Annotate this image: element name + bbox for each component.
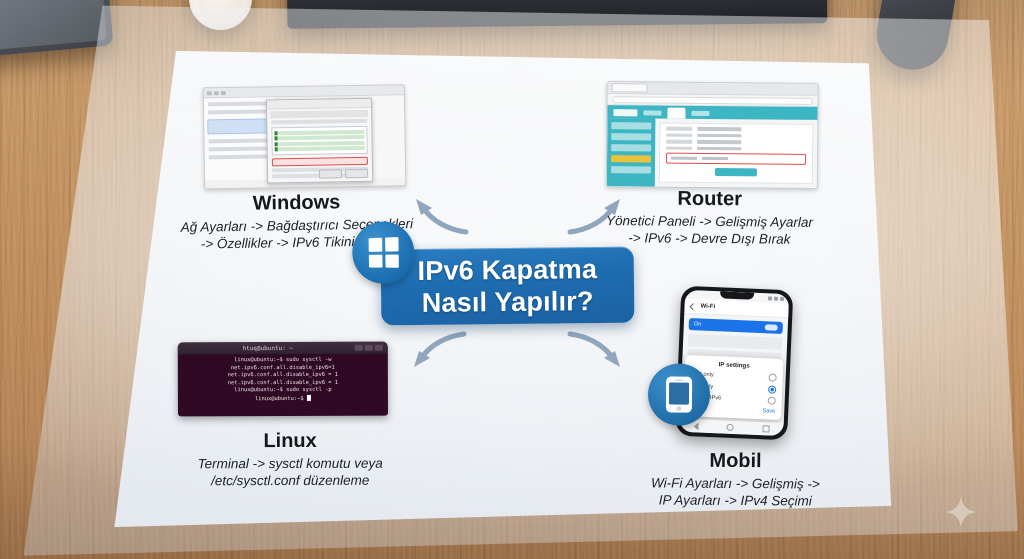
center-title-line-1: IPv6 Kapatma [417,254,598,286]
sparkle-watermark-icon [945,496,977,528]
arrow-to-windows [416,199,469,235]
selected-adapter-item [207,118,274,135]
node-router: Router Yönetici Paneli -> Gelişmiş Ayarl… [559,81,860,249]
back-arrow-icon[interactable] [689,302,697,310]
node-title-windows: Windows [252,191,341,215]
terminal-line-5: linux@ubuntu:~$ [182,394,384,404]
phone-notch [719,291,755,300]
linux-screenshot-wrapper: htuq@ubuntu: ~ linux@ubuntu:~$ sudo sysc… [140,341,440,424]
ip-settings-title: IP settings [718,360,750,370]
node-linux: htuq@ubuntu: ~ linux@ubuntu:~$ sudo sysc… [140,341,441,489]
adapter-properties-dialog [265,97,374,184]
node-desc-router: Yönetici Paneli -> Gelişmiş Ayarlar -> I… [559,212,859,249]
terminal-titlebar: htuq@ubuntu: ~ [177,341,388,355]
ipv6-highlight-box [271,156,368,166]
smartphone-icon [665,376,693,413]
wifi-toggle-switch[interactable] [764,324,778,331]
node-desc-line-1: Wi-Fi Ayarları -> Gelişmiş -> [650,475,820,492]
back-nav-icon[interactable] [693,421,699,431]
node-desc-line-2: /etc/sysctl.conf düzenleme [211,472,370,489]
radio-button[interactable] [767,396,776,405]
wifi-settings-header: Wi-Fi [684,298,789,319]
node-desc-line-2: -> IPv6 -> Devre Dışı Bırak [628,230,791,247]
recents-nav-icon[interactable] [762,425,770,433]
node-desc-linux: Terminal -> sysctl komutu veya /etc/sysc… [140,454,440,489]
terminal-title: htuq@ubuntu: ~ [242,344,294,352]
router-settings-panel [658,122,814,184]
center-title-line-2: Nasıl Yapılır? [421,286,594,318]
node-title-router: Router [677,187,743,211]
wifi-header-title: Wi-Fi [700,303,716,311]
terminal-line-1: linux@ubuntu:~$ sudo sysctl -w net.ipv6.… [230,356,335,371]
wifi-toggle-row[interactable]: On [688,318,784,334]
node-desc-mobil: Wi-Fi Ayarları -> Gelişmiş -> IP Ayarlar… [585,474,885,510]
node-windows: Windows Ağ Ayarları -> Bağdaştırıcı Seçe… [145,84,448,285]
radio-button-selected[interactable] [768,384,777,394]
android-navbar [679,418,784,437]
node-title-mobil: Mobil [709,449,762,473]
browser-tab [611,83,648,93]
node-mobil: Wi-Fi On IP settings IPv4 only [585,285,887,510]
tp-link-logo-icon [613,109,638,117]
windows-logo-icon [368,236,399,268]
save-button[interactable]: Save [762,408,776,415]
arrow-to-mobil [567,331,620,367]
radio-button[interactable] [768,373,777,382]
linux-terminal-screenshot: htuq@ubuntu: ~ linux@ubuntu:~$ sudo sysc… [177,341,389,417]
arrow-to-linux [414,331,467,367]
node-desc-line-1: Terminal -> sysctl komutu veya [197,455,383,472]
router-save-button [714,168,757,177]
router-screenshot-wrapper [560,81,861,189]
terminal-output: linux@ubuntu:~$ sudo sysctl -w net.ipv6.… [178,354,388,407]
active-nav-item [667,107,686,119]
router-body [606,118,818,188]
wifi-network-item[interactable] [687,334,783,350]
router-admin-panel-screenshot [605,81,819,189]
dialog-tabs [270,109,369,119]
mobil-screenshot-wrapper: Wi-Fi On IP settings IPv4 only [586,285,887,445]
sidebar-active-item [611,155,652,163]
protocol-checkbox-list [271,125,368,155]
ipv6-disable-highlight [666,152,807,165]
arrow-to-router [567,199,620,235]
node-desc-line-2: IP Ayarları -> IPv4 Seçimi [658,492,812,509]
terminal-cursor [306,394,311,401]
windows-screenshot-wrapper [145,84,447,285]
node-title-linux: Linux [263,429,317,453]
wifi-toggle-label: On [693,321,702,328]
router-sidebar [606,118,656,187]
dialog-titlebar [266,98,372,110]
windows-network-settings-screenshot [202,84,407,190]
mobil-badge [647,363,711,426]
dialog-buttons [319,168,369,179]
home-nav-icon[interactable] [726,423,735,432]
window-right-pane [368,95,406,178]
